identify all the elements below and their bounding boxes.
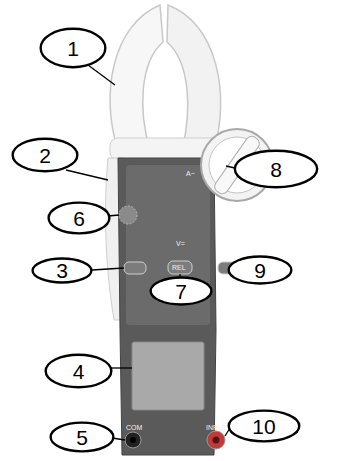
leader-line <box>110 367 132 368</box>
callout-bubble: 9 <box>228 256 292 284</box>
callout-ellipse <box>51 423 114 452</box>
callout-bubble: 1 <box>40 28 106 68</box>
callout-bubble: 3 <box>32 258 92 283</box>
callout-bubble: 8 <box>234 150 318 188</box>
callout-ellipse <box>46 355 112 388</box>
callout-bubble: 2 <box>12 138 78 172</box>
callout-ellipse <box>41 29 106 67</box>
leader-line <box>226 166 235 168</box>
panel-marking: V= <box>176 240 185 247</box>
callout-ellipse <box>33 259 92 283</box>
callout-number: 4 <box>73 361 85 382</box>
panel-marking: A~ <box>186 170 195 177</box>
callout-ellipse <box>49 203 110 234</box>
callout-ellipse <box>235 151 317 187</box>
callout-ellipse <box>151 278 212 305</box>
hold-button <box>124 262 146 274</box>
callout-bubble: 5 <box>50 422 114 452</box>
callout-ellipse <box>229 411 300 442</box>
callout-number: 8 <box>270 159 282 180</box>
leader-line <box>88 65 115 85</box>
clamp-jaw <box>167 5 221 150</box>
callout-ellipse <box>13 139 78 172</box>
callout-number: 5 <box>76 427 88 448</box>
callout-bubble: 6 <box>48 202 110 234</box>
backlight-button <box>119 206 137 224</box>
callout-bubble: 7 <box>150 277 212 305</box>
callout-number: 3 <box>56 260 68 281</box>
meter-body <box>118 158 216 455</box>
callout-bubble: 4 <box>45 354 112 388</box>
callout-number: 1 <box>67 38 79 59</box>
callout-ellipse <box>229 257 292 284</box>
rel-button <box>168 261 192 274</box>
lcd-screen <box>132 342 204 410</box>
com-jack-hole <box>130 437 136 443</box>
input-jack <box>207 431 225 449</box>
clamp-jaw <box>110 5 163 150</box>
panel-marking: COM <box>126 424 142 431</box>
callout-number: 2 <box>39 145 51 166</box>
callout-bubble: 10 <box>228 410 300 442</box>
input-jack-hole <box>213 437 220 444</box>
callout-number: 6 <box>73 208 85 229</box>
callout-number: 7 <box>175 281 187 302</box>
callout-number: 10 <box>252 416 275 437</box>
callout-number: 9 <box>254 260 266 281</box>
panel-marking: REL <box>172 264 186 271</box>
leader-line <box>92 268 124 270</box>
panel-marking: INPUT <box>206 424 227 431</box>
com-jack <box>125 432 141 448</box>
leader-line <box>66 170 108 180</box>
